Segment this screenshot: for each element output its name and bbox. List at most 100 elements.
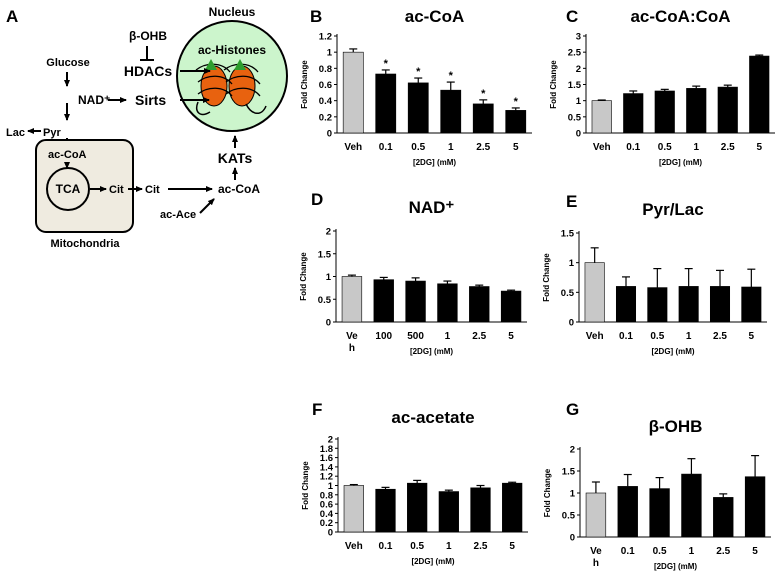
x-tick-label: 5 [513,142,519,153]
y-tick-label: 0.5 [318,295,332,306]
y-tick-label: 1.5 [318,249,332,260]
x-tick-label: 5 [508,331,514,342]
bar [440,89,462,134]
ac-coa-mito-label: ac-CoA [48,149,87,161]
x-tick-label: 0.5 [410,541,424,552]
kats-label: KATs [218,150,253,166]
y-tick-label: 1.8 [320,444,333,455]
y-tick-label: 1.5 [562,467,576,478]
x-axis-label: [2DG] (mM) [413,158,456,167]
y-axis-label: Fold Change [299,252,308,301]
chart-title: NAD⁺ [409,198,455,217]
bohb-label: β-OHB [129,29,167,43]
x-tick-label: 0.5 [650,331,664,342]
y-tick-label: 2 [326,227,331,238]
bar [505,110,527,134]
chart-title: ac-CoA [405,7,465,26]
x-tick-label: 0.5 [653,546,667,557]
x-tick-label: 1 [448,142,454,153]
nucleus-label: Nucleus [209,5,256,19]
bar [681,473,702,538]
x-tick-label: 0.1 [621,546,635,557]
pyr-label: Pyr [43,127,61,139]
bar [585,492,607,538]
y-tick-label: 0 [326,318,331,329]
y-tick-label: 0 [569,318,574,329]
x-axis-label: [2DG] (mM) [410,347,453,356]
y-tick-label: 0 [328,528,333,539]
y-tick-label: 1 [570,489,576,500]
y-tick-label: 1 [328,481,334,492]
bar [584,262,605,323]
y-axis-label: Fold Change [301,461,310,510]
y-tick-label: 1 [569,258,575,269]
y-tick-label: 0.8 [320,490,333,501]
x-tick-label: Veh [593,142,611,153]
panel-a-letter: A [6,7,18,26]
y-tick-label: 1.6 [320,453,333,464]
x-tick-label: 0.1 [379,142,393,153]
chart-title: β-OHB [649,417,703,436]
panel-letter: E [566,192,577,211]
x-tick-label: Veh [344,142,362,153]
bar [647,287,668,323]
significance-mark: * [416,66,421,78]
x-tick-label: 2.5 [713,331,727,342]
bar [437,283,458,323]
bar [741,286,762,323]
y-tick-label: 3 [576,32,581,43]
x-tick-label: Veh [586,331,604,342]
x-tick-label: 1 [693,142,699,153]
x-tick-label: 2.5 [721,142,735,153]
y-tick-label: 0.5 [568,112,582,123]
x-tick-label: 0.5 [411,142,425,153]
x-tick-label: 5 [509,541,515,552]
bar [407,82,429,134]
bar [709,286,731,323]
x-tick-label: 0.1 [619,331,633,342]
hdacs-label: HDACs [124,63,172,79]
significance-mark: * [514,96,519,108]
y-tick-label: 0.2 [319,112,332,123]
y-tick-label: 0.8 [319,64,332,75]
y-axis-label: Fold Change [300,60,309,109]
glucose-label: Glucose [46,57,89,69]
x-tick-label: 0.1 [626,142,640,153]
y-tick-label: 2 [576,64,581,75]
ac-histones-label: ac-Histones [198,43,266,57]
panel-letter: D [311,190,323,209]
y-axis-label: Fold Change [549,60,558,109]
y-tick-label: 0 [327,129,332,140]
y-tick-label: 0.4 [319,96,333,107]
y-tick-label: 0.5 [561,288,575,299]
bar [438,491,459,533]
bar [678,286,699,323]
bar [649,488,670,538]
y-tick-label: 1 [326,272,332,283]
x-tick-label: 5 [756,142,762,153]
bar [713,497,734,538]
x-tick-label: 5 [752,546,758,557]
x-tick-label: 1 [446,541,452,552]
y-tick-label: 1 [576,96,582,107]
x-tick-label: 0.1 [379,541,393,552]
x-axis-label: [2DG] (mM) [654,562,697,571]
lac-label: Lac [6,127,25,139]
nad-label: NAD⁺ [78,93,110,107]
tca-cycle [46,167,90,211]
bar [615,286,637,323]
x-tick-label: 2.5 [716,546,730,557]
x-tick-label: Veh [345,541,363,552]
bar [744,476,766,538]
bar [469,286,490,323]
x-tick-label: 1 [445,331,451,342]
chart-title: ac-CoA:CoA [630,7,730,26]
bar [407,482,428,533]
significance-mark: * [384,58,389,70]
y-tick-label: 2 [570,445,575,456]
bar [617,486,638,538]
bar [470,487,491,533]
